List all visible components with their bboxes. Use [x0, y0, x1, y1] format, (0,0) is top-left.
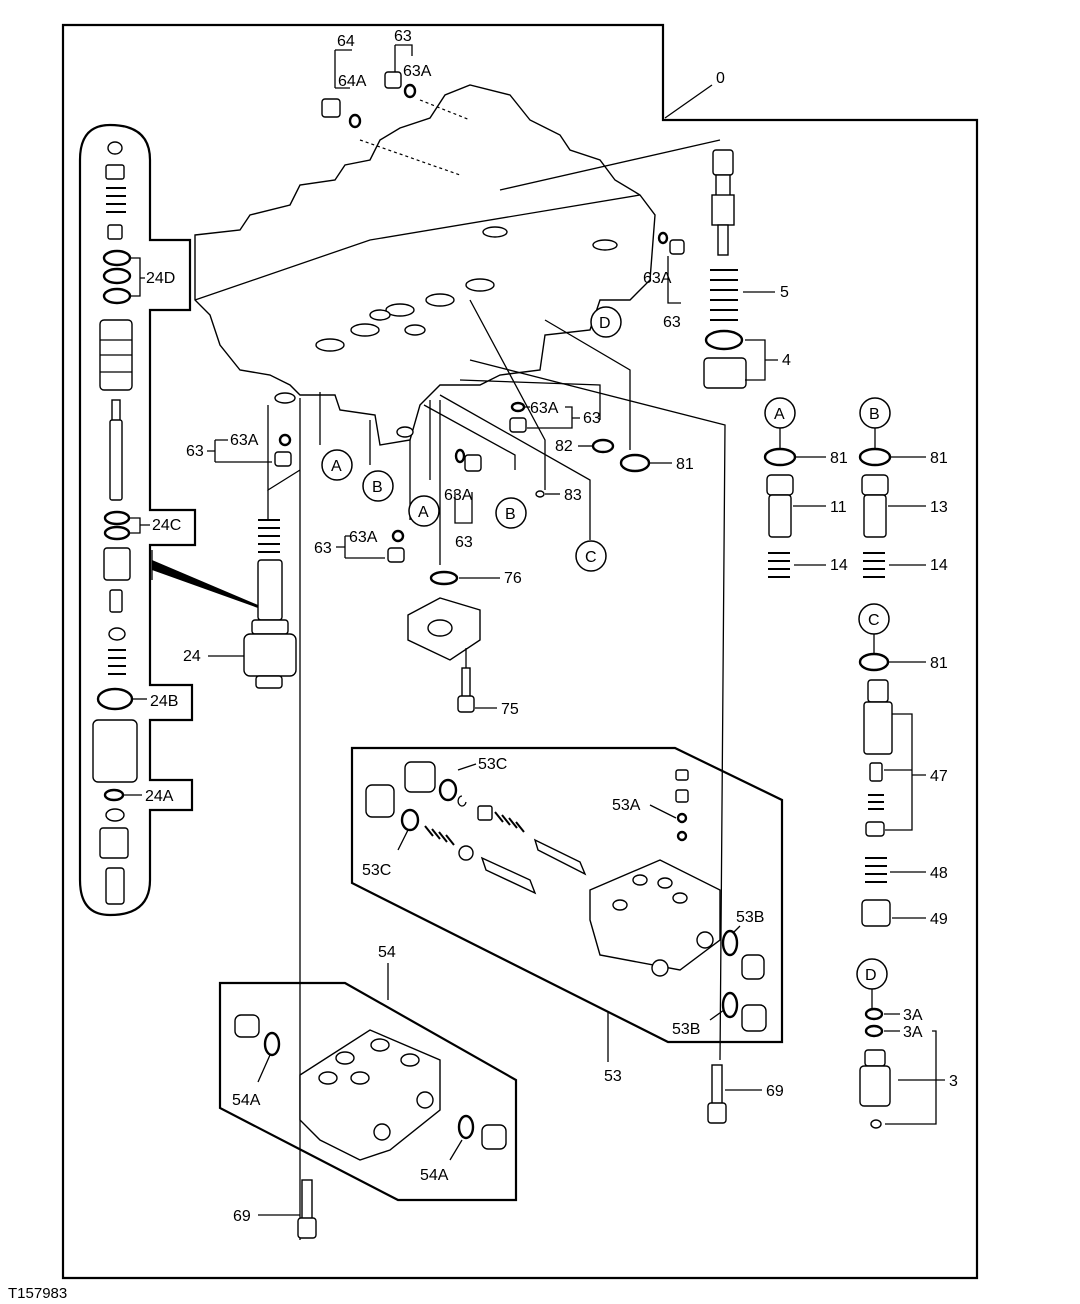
callout-A-2: A [408, 495, 440, 527]
subassembly-53-box [350, 746, 784, 1044]
label-14-a: 14 [830, 557, 848, 574]
valve-11 [766, 474, 794, 538]
label-81-a: 81 [830, 450, 848, 467]
label-81-cc: 81 [930, 655, 948, 672]
label-14-b: 14 [930, 557, 948, 574]
label-53B-bottom: 53B [672, 1021, 700, 1038]
label-24A: 24A [145, 788, 174, 805]
label-4: 4 [782, 352, 791, 369]
label-83: 83 [564, 487, 582, 504]
svg-text:B: B [505, 506, 516, 523]
label-63-right: 63 [663, 314, 681, 331]
solenoid-24 [243, 519, 297, 689]
label-0: 0 [716, 70, 725, 87]
svg-text:A: A [418, 504, 429, 521]
svg-text:D: D [865, 967, 877, 984]
label-24B: 24B [150, 693, 178, 710]
label-63-c2: 63 [455, 534, 473, 551]
svg-text:A: A [774, 406, 785, 423]
label-53: 53 [604, 1068, 622, 1085]
svg-text:B: B [372, 479, 383, 496]
spool-5 [710, 149, 738, 321]
label-63-low: 63 [314, 540, 332, 557]
label-53C-bottom: 53C [362, 862, 391, 879]
callout-D-1: D [590, 306, 622, 338]
label-3A-1: 3A [903, 1007, 923, 1024]
label-54: 54 [378, 944, 396, 961]
label-63A-top: 63A [403, 63, 432, 80]
svg-text:A: A [331, 458, 342, 475]
svg-text:C: C [585, 549, 597, 566]
subassembly-54-parts [234, 1014, 507, 1161]
label-53B-top: 53B [736, 909, 764, 926]
callout-B-2: B [495, 497, 527, 529]
plug-49 [861, 899, 891, 927]
plug-4 [703, 329, 747, 389]
callout-D-right: D [856, 958, 888, 990]
label-48: 48 [930, 865, 948, 882]
cover-plate-75 [407, 597, 481, 713]
panel-24-kit [78, 123, 197, 917]
label-24: 24 [183, 648, 201, 665]
label-64: 64 [337, 33, 355, 50]
label-69-right: 69 [766, 1083, 784, 1100]
label-76: 76 [504, 570, 522, 587]
label-54A-left: 54A [232, 1092, 261, 1109]
label-63A-low: 63A [349, 529, 378, 546]
drawing-frame [61, 23, 979, 1280]
label-11: 11 [830, 499, 847, 516]
svg-text:C: C [868, 612, 880, 629]
valve-13 [861, 474, 889, 538]
label-63-top: 63 [394, 28, 412, 45]
bolt-69-left [297, 1179, 317, 1239]
label-13: 13 [930, 499, 948, 516]
label-24D: 24D [146, 270, 175, 287]
label-81-c: 81 [676, 456, 694, 473]
label-49: 49 [930, 911, 948, 928]
svg-text:D: D [599, 315, 611, 332]
figure-id: T157983 [8, 1285, 67, 1302]
label-64A: 64A [338, 73, 367, 90]
callout-A-1: A [321, 449, 353, 481]
label-75: 75 [501, 701, 519, 718]
valve-47 [863, 679, 893, 837]
label-54A-right: 54A [420, 1167, 449, 1184]
subassembly-53-parts [365, 761, 767, 1032]
callout-A-right: A [764, 397, 796, 429]
label-24C: 24C [152, 517, 181, 534]
kit-24-parts [92, 141, 138, 905]
label-47: 47 [930, 768, 948, 785]
callout-B-right: B [859, 397, 891, 429]
label-3: 3 [949, 1073, 958, 1090]
label-63-mid: 63 [583, 410, 601, 427]
svg-text:B: B [869, 406, 880, 423]
label-63A-c2: 63A [444, 487, 473, 504]
label-63-left: 63 [186, 443, 204, 460]
label-63A-mid: 63A [530, 400, 559, 417]
label-53C-top: 53C [478, 756, 507, 773]
label-63A-right: 63A [643, 270, 672, 287]
label-3A-2: 3A [903, 1024, 923, 1041]
control-valve-body [194, 84, 656, 446]
label-82: 82 [555, 438, 573, 455]
label-5: 5 [780, 284, 789, 301]
label-63A-left: 63A [230, 432, 259, 449]
label-69-left: 69 [233, 1208, 251, 1225]
subassembly-54-box [218, 981, 518, 1202]
bolt-69-right [707, 1064, 727, 1124]
callout-C-right: C [858, 603, 890, 635]
callout-B-1: B [362, 470, 394, 502]
valve-3 [859, 1049, 891, 1129]
plug-64 [321, 98, 362, 129]
label-81-b: 81 [930, 450, 948, 467]
callout-C-1: C [575, 540, 607, 572]
label-53A: 53A [612, 797, 641, 814]
plug-63-top [384, 71, 417, 99]
pointer-fan [152, 560, 258, 608]
